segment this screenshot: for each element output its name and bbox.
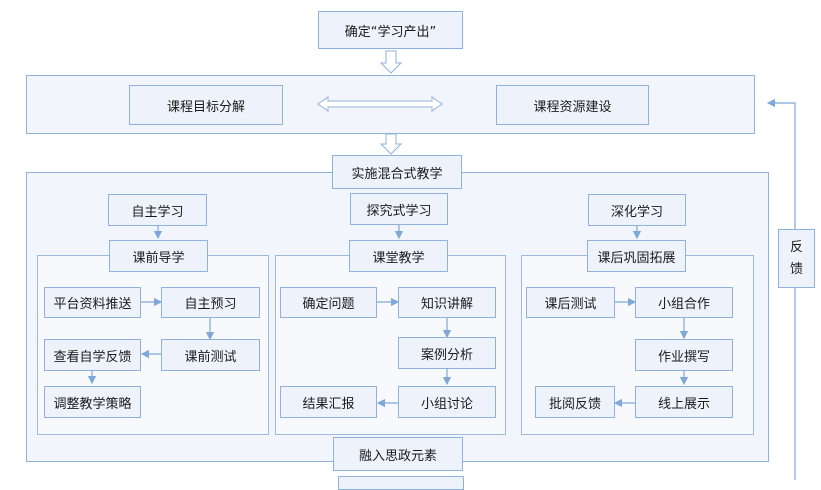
post-class-test-box: 课后测试	[526, 287, 615, 318]
platform-push-box: 平台资料推送	[44, 287, 141, 318]
homework-writing-box: 作业撰写	[635, 339, 733, 371]
feedback-char-2: 馈	[789, 261, 803, 277]
pre-class-phase-box: 课前导学	[109, 240, 208, 272]
blended-teaching-box: 实施混合式教学	[332, 155, 462, 189]
post-class-phase-box: 课后巩固拓展	[587, 240, 686, 272]
group-discussion-box: 小组讨论	[398, 386, 496, 418]
feedback-char-1: 反	[789, 239, 803, 255]
objective-decomposition-box: 课程目标分解	[129, 85, 283, 125]
knowledge-lecture-box: 知识讲解	[398, 287, 496, 318]
pre-class-test-box: 课前测试	[161, 339, 260, 371]
deep-learning-box: 深化学习	[588, 194, 686, 226]
inquiry-learning-box: 探究式学习	[350, 193, 448, 225]
learning-outcome-box: 确定“学习产出”	[318, 11, 463, 49]
feedback-box: 反 馈	[778, 229, 815, 288]
next-box-partial	[338, 476, 464, 490]
self-preview-box: 自主预习	[161, 287, 260, 318]
define-problem-box: 确定问题	[280, 287, 377, 318]
self-learning-box: 自主学习	[108, 194, 207, 226]
result-report-box: 结果汇报	[280, 386, 377, 418]
hollow-down-arrow-2	[379, 133, 403, 155]
group-cooperation-box: 小组合作	[635, 287, 733, 318]
in-class-phase-box: 课堂教学	[349, 240, 448, 272]
review-feedback-box: 批阅反馈	[535, 386, 615, 418]
online-display-box: 线上展示	[635, 386, 733, 418]
case-analysis-box: 案例分析	[398, 337, 496, 369]
self-study-feedback-box: 查看自学反馈	[44, 339, 141, 371]
hollow-down-arrow-1	[379, 50, 403, 74]
adjust-strategy-box: 调整教学策略	[44, 386, 141, 418]
resource-building-box: 课程资源建设	[496, 85, 649, 125]
ideological-elements-box: 融入思政元素	[333, 437, 463, 471]
